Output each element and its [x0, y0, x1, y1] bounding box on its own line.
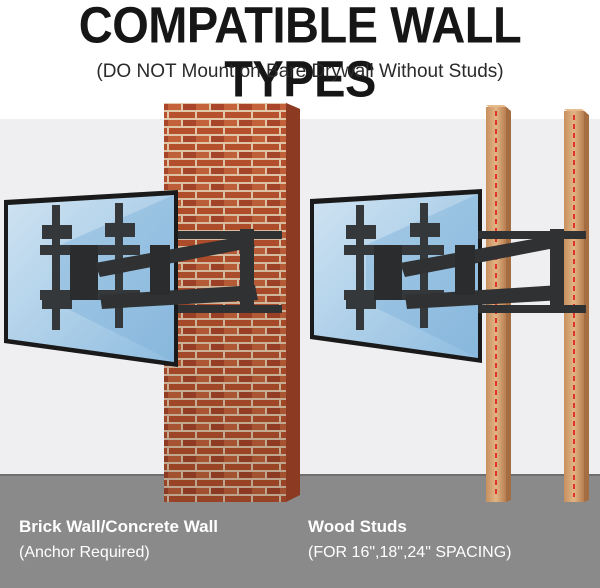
wood-studs-note: (FOR 16",18",24" SPACING) [308, 544, 512, 561]
illustration-scene [0, 95, 600, 588]
page-title: COMPATIBLE WALL TYPES [78, 0, 522, 108]
brick-wall-label: Brick Wall/Concrete Wall [19, 517, 219, 536]
page-subtitle: (DO NOT Mount on Bare Drywall Without St… [96, 61, 504, 82]
mount-right [344, 203, 586, 330]
mount-left [40, 203, 282, 330]
wood-studs-label: Wood Studs [308, 517, 407, 536]
brick-wall-note: (Anchor Required) [19, 544, 150, 561]
